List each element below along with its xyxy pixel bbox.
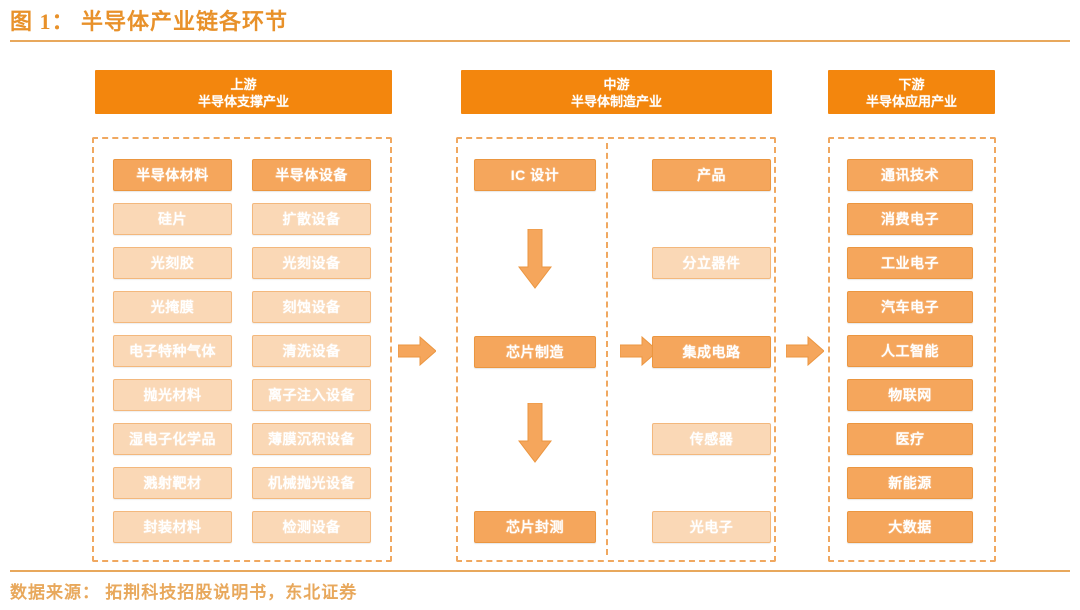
node-label: 机械抛光设备 <box>268 475 355 491</box>
node-upstream-equipment-0[interactable]: 半导体设备 <box>252 159 371 191</box>
arrow-right-icon-midstream-to-downstream <box>786 336 824 366</box>
node-label: 半导体设备 <box>275 167 348 183</box>
node-upstream-equipment-7[interactable]: 机械抛光设备 <box>252 467 371 499</box>
footer-divider <box>10 570 1070 572</box>
node-downstream-application-5[interactable]: 物联网 <box>847 379 973 411</box>
source-note: 数据来源： 拓荆科技招股说明书，东北证券 <box>10 583 358 602</box>
node-label: 薄膜沉积设备 <box>268 431 355 447</box>
node-upstream-equipment-6[interactable]: 薄膜沉积设备 <box>252 423 371 455</box>
node-label: 产品 <box>697 167 726 183</box>
node-midstream-product-2[interactable]: 集成电路 <box>652 336 771 368</box>
node-upstream-equipment-8[interactable]: 检测设备 <box>252 511 371 543</box>
node-label: IC 设计 <box>510 167 560 183</box>
stage-header-midstream-line1: 中游 <box>603 77 630 92</box>
node-midstream-process-0[interactable]: IC 设计 <box>474 159 596 191</box>
node-label: 物联网 <box>888 387 932 403</box>
title-divider <box>10 40 1070 42</box>
group-upstream <box>92 137 392 562</box>
node-label: 半导体材料 <box>136 167 209 183</box>
arrow-down-icon-design-to-fab <box>518 229 552 289</box>
stage-header-upstream-line1: 上游 <box>230 77 257 92</box>
node-label: 溅射靶材 <box>143 475 202 491</box>
node-label: 湿电子化学品 <box>129 431 216 447</box>
stage-header-upstream-line2: 半导体支撑产业 <box>197 94 289 109</box>
node-downstream-application-0[interactable]: 通讯技术 <box>847 159 973 191</box>
arrow-right-icon-midstream-to-products <box>620 336 658 366</box>
node-upstream-material-2[interactable]: 光刻胶 <box>113 247 232 279</box>
node-upstream-equipment-5[interactable]: 离子注入设备 <box>252 379 371 411</box>
node-label: 硅片 <box>158 211 187 227</box>
node-upstream-material-1[interactable]: 硅片 <box>113 203 232 235</box>
arrow-right-icon-upstream-to-midstream <box>398 336 436 366</box>
node-midstream-process-2[interactable]: 芯片封测 <box>474 511 596 543</box>
node-label: 光刻设备 <box>282 255 341 271</box>
node-label: 离子注入设备 <box>268 387 355 403</box>
node-label: 光刻胶 <box>150 255 195 271</box>
node-midstream-process-1[interactable]: 芯片制造 <box>474 336 596 368</box>
node-midstream-product-3[interactable]: 传感器 <box>652 423 771 455</box>
node-label: 人工智能 <box>881 343 939 359</box>
node-upstream-material-8[interactable]: 封装材料 <box>113 511 232 543</box>
node-label: 清洗设备 <box>282 343 341 359</box>
stage-header-midstream-line2: 半导体制造产业 <box>570 94 662 109</box>
node-downstream-application-4[interactable]: 人工智能 <box>847 335 973 367</box>
node-upstream-material-3[interactable]: 光掩膜 <box>113 291 232 323</box>
node-label: 光掩膜 <box>150 299 195 315</box>
group-midstream <box>456 137 776 562</box>
node-label: 工业电子 <box>881 255 939 271</box>
node-label: 分立器件 <box>682 255 741 271</box>
arrow-down-icon-fab-to-package <box>518 403 552 463</box>
node-upstream-material-5[interactable]: 抛光材料 <box>113 379 232 411</box>
node-downstream-application-7[interactable]: 新能源 <box>847 467 973 499</box>
node-upstream-material-0[interactable]: 半导体材料 <box>113 159 232 191</box>
node-upstream-equipment-2[interactable]: 光刻设备 <box>252 247 371 279</box>
stage-header-downstream: 下游 半导体应用产业 <box>828 70 995 114</box>
node-label: 光电子 <box>689 519 734 535</box>
node-midstream-product-0[interactable]: 产品 <box>652 159 771 191</box>
node-label: 传感器 <box>689 431 734 447</box>
node-label: 医疗 <box>895 431 925 447</box>
node-label: 扩散设备 <box>282 211 341 227</box>
node-label: 通讯技术 <box>881 167 939 183</box>
node-upstream-material-6[interactable]: 湿电子化学品 <box>113 423 232 455</box>
node-downstream-application-2[interactable]: 工业电子 <box>847 247 973 279</box>
node-label: 电子特种气体 <box>129 343 216 359</box>
stage-header-downstream-line2: 半导体应用产业 <box>865 94 957 109</box>
node-upstream-equipment-1[interactable]: 扩散设备 <box>252 203 371 235</box>
node-label: 消费电子 <box>881 211 939 227</box>
node-label: 新能源 <box>888 475 932 491</box>
node-label: 大数据 <box>888 519 932 535</box>
node-label: 芯片制造 <box>506 344 564 360</box>
figure-title-bar: 图 1： 半导体产业链各环节 <box>0 0 1080 44</box>
node-upstream-material-7[interactable]: 溅射靶材 <box>113 467 232 499</box>
node-label: 抛光材料 <box>143 387 202 403</box>
stage-header-downstream-line1: 下游 <box>898 77 925 92</box>
node-midstream-product-1[interactable]: 分立器件 <box>652 247 771 279</box>
node-midstream-product-4[interactable]: 光电子 <box>652 511 771 543</box>
node-upstream-equipment-3[interactable]: 刻蚀设备 <box>252 291 371 323</box>
node-label: 集成电路 <box>682 344 741 360</box>
group-downstream <box>828 137 996 562</box>
node-label: 刻蚀设备 <box>282 299 341 315</box>
stage-header-upstream: 上游 半导体支撑产业 <box>95 70 392 114</box>
node-label: 芯片封测 <box>506 519 564 535</box>
node-label: 汽车电子 <box>881 299 939 315</box>
node-downstream-application-8[interactable]: 大数据 <box>847 511 973 543</box>
midstream-divider <box>606 143 608 555</box>
node-label: 封装材料 <box>143 519 202 535</box>
node-downstream-application-3[interactable]: 汽车电子 <box>847 291 973 323</box>
page-title: 图 1： 半导体产业链各环节 <box>10 9 289 34</box>
node-downstream-application-6[interactable]: 医疗 <box>847 423 973 455</box>
node-downstream-application-1[interactable]: 消费电子 <box>847 203 973 235</box>
stage-header-midstream: 中游 半导体制造产业 <box>461 70 772 114</box>
node-upstream-material-4[interactable]: 电子特种气体 <box>113 335 232 367</box>
node-upstream-equipment-4[interactable]: 清洗设备 <box>252 335 371 367</box>
node-label: 检测设备 <box>282 519 341 535</box>
